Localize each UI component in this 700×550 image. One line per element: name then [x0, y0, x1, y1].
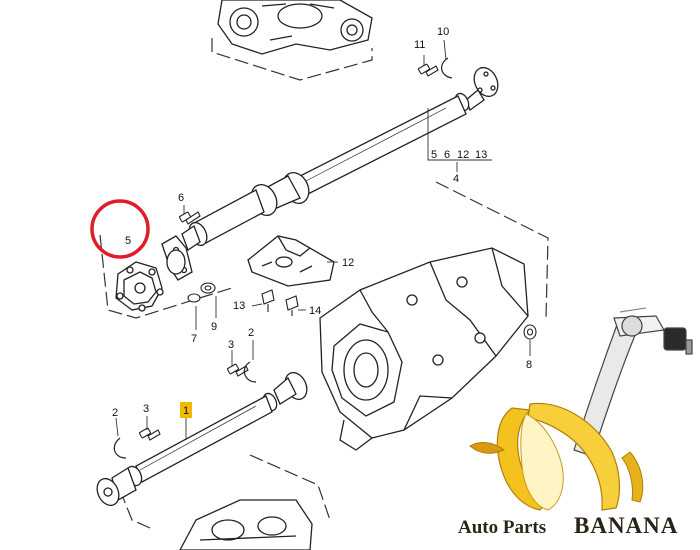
callout-6: 6 [178, 192, 184, 204]
callout-5-top: 5 [431, 149, 437, 161]
front-propeller-shaft [96, 371, 308, 507]
callout-14: 14 [309, 305, 321, 317]
banana-fruit [520, 413, 564, 511]
callout-8: 8 [526, 359, 532, 371]
bottom-region-boundary [119, 489, 151, 529]
callout-2-low: 2 [112, 407, 118, 419]
middle-region-boundary [99, 234, 233, 319]
highlight-circle [90, 199, 150, 259]
nuts-and-washers [187, 282, 537, 340]
brand-prefix: Auto Parts [458, 517, 546, 538]
center-bearing-bracket [247, 235, 335, 287]
callout-2-mid: 2 [248, 327, 254, 339]
callout-labels: 11 10 5 6 12 13 4 6 5 12 13 14 9 7 2 3 8… [112, 26, 532, 419]
transmission-housing [319, 247, 529, 451]
middle-region-boundary-right [435, 181, 549, 319]
callout-3-mid: 3 [228, 339, 234, 351]
callout-4: 4 [453, 173, 459, 185]
flex-disc-coupling [115, 261, 164, 312]
callout-1: 1 [183, 405, 189, 417]
engine-partial [179, 499, 313, 550]
rear-propeller-shaft [181, 66, 499, 251]
banana-peel-tip [469, 442, 505, 454]
bottom-region-boundary-right [249, 454, 331, 521]
callout-12: 12 [342, 257, 354, 269]
brand-name: BANANA [574, 513, 678, 538]
banana-peel-right [527, 402, 621, 511]
callout-10: 10 [437, 26, 449, 38]
callout-9: 9 [211, 321, 217, 333]
part-1-highlight: 1 [180, 402, 192, 418]
control-arm-illustration [573, 307, 693, 457]
callout-6-top: 6 [444, 149, 450, 161]
brand-wordmark: Auto Parts BANANA [458, 513, 678, 538]
callout-3-low: 3 [143, 403, 149, 415]
banana-logo [469, 402, 644, 511]
shaft-flange [161, 235, 193, 281]
callout-11: 11 [414, 39, 425, 51]
bolts [138, 63, 439, 441]
callout-13-top: 13 [475, 149, 487, 161]
callout-5: 5 [125, 235, 131, 247]
callout-7: 7 [191, 333, 197, 345]
callout-12-top: 12 [457, 149, 469, 161]
rear-differential [217, 0, 373, 55]
callout-13: 13 [233, 300, 245, 312]
banana-peel-left [496, 407, 549, 511]
banana-peel-flap [621, 451, 644, 503]
part-1-highlight-box [180, 402, 192, 418]
top-region-boundary [211, 38, 373, 81]
